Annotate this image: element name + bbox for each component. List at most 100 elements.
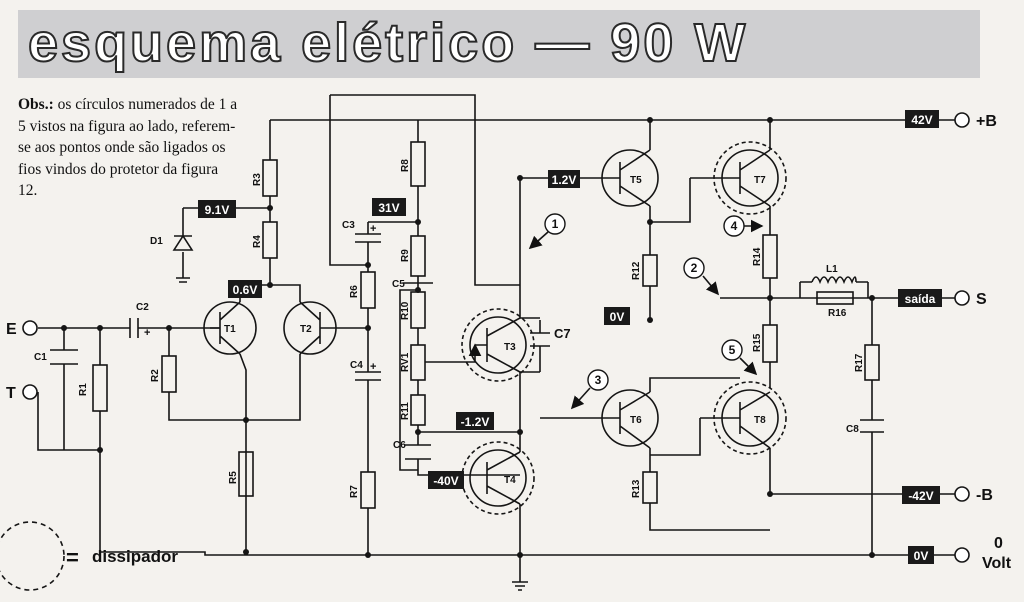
c3-plates xyxy=(355,233,381,243)
label-t: T xyxy=(6,385,16,402)
label-c2: C2 xyxy=(136,302,149,313)
legend-label: dissipador xyxy=(92,547,178,566)
point-1-label: 1 xyxy=(552,217,559,231)
label-rv1: RV1 xyxy=(400,352,411,372)
label-zero: 0 xyxy=(994,535,1003,552)
label-r2: R2 xyxy=(150,369,161,382)
label-r7: R7 xyxy=(349,485,360,498)
c3-plus: + xyxy=(370,223,376,235)
label-r5: R5 xyxy=(228,471,239,484)
badge-saida: saída xyxy=(905,292,936,306)
label-r1: R1 xyxy=(78,383,89,396)
badge-0-6v: 0.6V xyxy=(233,283,258,297)
legend-equals: = xyxy=(66,545,79,570)
label-t1: T1 xyxy=(224,324,236,335)
label-d1: D1 xyxy=(150,236,163,247)
terminal-plus-b xyxy=(954,112,970,128)
label-r11: R11 xyxy=(400,402,411,420)
r5-body xyxy=(238,451,254,497)
label-t7: T7 xyxy=(754,175,766,186)
label-r10: R10 xyxy=(400,301,411,320)
label-r16: R16 xyxy=(828,308,847,319)
r3-body xyxy=(262,159,278,197)
r4-body xyxy=(262,221,278,259)
point-2-label: 2 xyxy=(691,261,698,275)
label-c4: C4 xyxy=(350,360,363,371)
label-volt: Volt xyxy=(982,555,1012,572)
label-c6: C6 xyxy=(393,440,406,451)
point-2 xyxy=(683,257,705,279)
label-r9: R9 xyxy=(400,249,411,262)
r2-body xyxy=(161,355,177,393)
t4-circle xyxy=(469,449,527,507)
rv1-body xyxy=(410,344,426,381)
label-t8: T8 xyxy=(754,415,766,426)
badge-neg-42v: -42V xyxy=(908,489,933,503)
label-e: E xyxy=(6,321,17,338)
rail-zero xyxy=(100,551,955,556)
label-s: S xyxy=(976,291,987,308)
badge-0v-mid: 0V xyxy=(610,310,625,324)
label-c5: C5 xyxy=(392,279,405,290)
label-r15: R15 xyxy=(752,333,763,352)
legend-heatsink-circle xyxy=(0,521,65,591)
c2-plus: + xyxy=(144,327,150,339)
point-3 xyxy=(587,369,609,391)
r13-body xyxy=(642,471,658,504)
label-c3: C3 xyxy=(342,220,355,231)
label-c7: C7 xyxy=(554,326,571,341)
r7-body xyxy=(360,471,376,509)
c6-plates xyxy=(405,444,431,460)
r12-body xyxy=(642,254,658,287)
c1-plates xyxy=(50,349,78,365)
label-r4: R4 xyxy=(252,235,263,248)
l1-leads xyxy=(799,281,869,298)
badge-9-1v: 9.1V xyxy=(205,203,230,217)
terminal-minus-b xyxy=(954,486,970,502)
terminal-zero xyxy=(954,547,970,563)
label-t4: T4 xyxy=(504,475,516,486)
c4-plus: + xyxy=(370,361,376,373)
t4-heatsink xyxy=(461,441,535,515)
label-c1: C1 xyxy=(34,352,47,363)
terminal-s xyxy=(954,290,970,306)
note-label: Obs.: xyxy=(18,96,54,113)
label-r14: R14 xyxy=(752,247,763,266)
label-t6: T6 xyxy=(630,415,642,426)
r8-body xyxy=(410,141,426,187)
label-l1: L1 xyxy=(826,264,838,275)
note-paragraph: Obs.: os círculos numerados de 1 a 5 vis… xyxy=(18,94,240,202)
r9-body xyxy=(410,235,426,277)
t3-circle xyxy=(469,316,527,374)
label-r6: R6 xyxy=(349,285,360,298)
c4-plates xyxy=(355,371,381,381)
d1-symbol xyxy=(172,234,194,251)
r16-body xyxy=(816,291,854,305)
voltage-badges xyxy=(198,110,942,564)
point-5-label: 5 xyxy=(729,343,736,357)
c2-plates xyxy=(129,318,139,338)
label-plus-b: +B xyxy=(976,113,997,130)
label-t3: T3 xyxy=(504,342,516,353)
label-r13: R13 xyxy=(631,479,642,498)
point-3-label: 3 xyxy=(595,373,602,387)
r1-body xyxy=(92,364,108,412)
badge-neg-40v: -40V xyxy=(433,474,458,488)
c8-plates xyxy=(860,419,884,433)
input-t-line xyxy=(37,392,100,451)
r15-body xyxy=(762,324,778,363)
l1-coil xyxy=(811,276,857,285)
badge-31v: 31V xyxy=(378,201,399,215)
badge-0v-ground: 0V xyxy=(914,549,929,563)
label-r3: R3 xyxy=(252,173,263,186)
r11-body xyxy=(410,394,426,426)
point-5 xyxy=(721,339,743,361)
label-r17: R17 xyxy=(854,353,865,372)
label-t5: T5 xyxy=(630,175,642,186)
point-1 xyxy=(544,213,566,235)
label-r8: R8 xyxy=(400,159,411,172)
note-text: os círculos numerados de 1 a 5 vistos na… xyxy=(18,96,238,199)
badge-1-2v: 1.2V xyxy=(552,173,577,187)
terminal-t xyxy=(22,384,38,400)
